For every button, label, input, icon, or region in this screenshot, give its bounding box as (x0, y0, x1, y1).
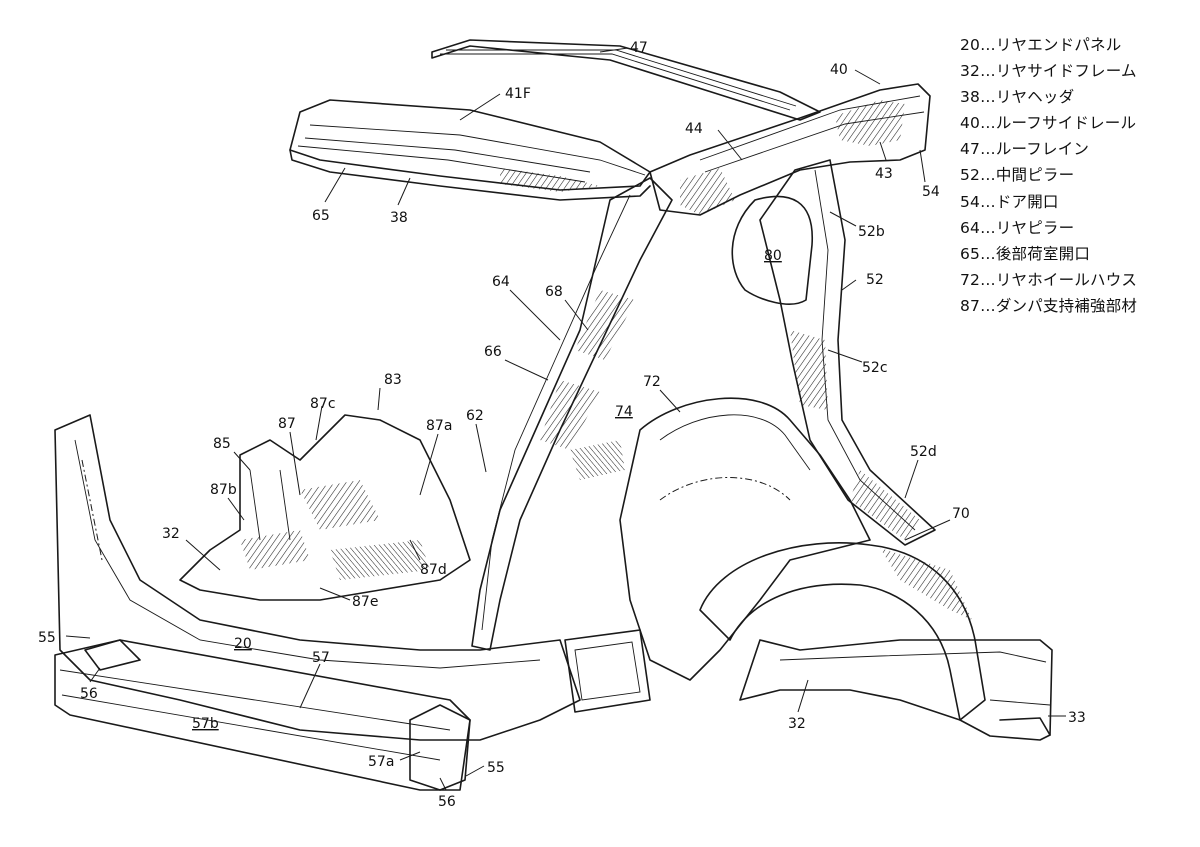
ref-87b: 87b (210, 482, 237, 498)
ref-68: 68 (545, 284, 563, 300)
roof-reinforcement-47 (431, 39, 821, 121)
middle-pillar-52 (759, 159, 936, 546)
ref-32-left: 32 (162, 526, 180, 542)
ref-56-left: 56 (80, 686, 98, 702)
rear-end-panel-20 (54, 414, 581, 741)
ref-83: 83 (384, 372, 402, 388)
ref-52: 52 (866, 272, 884, 288)
rear-side-frame-32 (739, 639, 1053, 741)
ref-32-right: 32 (788, 716, 806, 732)
rear-header-38 (289, 99, 651, 201)
ref-20: 20 (234, 636, 252, 652)
roof-side-rail-40 (649, 83, 931, 216)
ref-80: 80 (764, 248, 782, 264)
ref-52d: 52d (910, 444, 937, 460)
reference-legend: 20…リヤエンドパネル 32…リヤサイドフレーム 38…リヤヘッダ 40…ルーフ… (960, 32, 1137, 319)
ref-87c: 87c (310, 396, 336, 412)
rear-pillar-64 (471, 177, 673, 651)
ref-66: 66 (484, 344, 502, 360)
legend-item: 65…後部荷室開口 (960, 244, 1091, 263)
ref-70: 70 (952, 506, 970, 522)
lamp-opening (564, 629, 651, 713)
wheel-arch-70 (699, 542, 986, 721)
reference-numerals: 47 41F 40 44 43 54 65 38 52b 80 52 64 68… (38, 40, 1086, 810)
legend-item: 52…中間ピラー (960, 166, 1075, 185)
ref-55-left: 55 (38, 630, 56, 646)
rear-wheelhouse-72 (570, 397, 871, 681)
legend-item: 47…ルーフレイン (960, 140, 1090, 159)
legend-item: 64…リヤピラー (960, 218, 1075, 237)
ref-56-right: 56 (438, 794, 456, 810)
ref-74: 74 (615, 404, 633, 420)
ref-87a: 87a (426, 418, 452, 434)
ref-47: 47 (630, 40, 648, 56)
damper-reinforcement-87 (179, 414, 471, 601)
ref-57b: 57b (192, 716, 219, 732)
ref-52b: 52b (858, 224, 885, 240)
ref-87: 87 (278, 416, 296, 432)
ref-57a: 57a (368, 754, 394, 770)
legend-item: 87…ダンパ支持補強部材 (960, 296, 1138, 315)
bumper-beam-57 (54, 639, 471, 791)
quarter-window-80 (731, 195, 813, 305)
ref-44: 44 (685, 121, 703, 137)
ref-54: 54 (922, 184, 940, 200)
ref-64: 64 (492, 274, 510, 290)
ref-52c: 52c (862, 360, 888, 376)
ref-87e: 87e (352, 594, 378, 610)
ref-62: 62 (466, 408, 484, 424)
ref-41F: 41F (505, 86, 531, 102)
legend-item: 32…リヤサイドフレーム (960, 62, 1137, 81)
ref-72: 72 (643, 374, 661, 390)
legend-item: 20…リヤエンドパネル (960, 36, 1122, 54)
legend-item: 38…リヤヘッダ (960, 88, 1075, 107)
ref-65: 65 (312, 208, 330, 224)
ref-43: 43 (875, 166, 893, 182)
ref-57: 57 (312, 650, 330, 666)
ref-38: 38 (390, 210, 408, 226)
ref-40: 40 (830, 62, 848, 78)
legend-item: 54…ドア開口 (960, 192, 1059, 211)
legend-item: 72…リヤホイールハウス (960, 270, 1138, 289)
ref-87d: 87d (420, 562, 447, 578)
ref-85: 85 (213, 436, 231, 452)
ref-55-right: 55 (487, 760, 505, 776)
leader-lines (65, 47, 1066, 791)
legend-item: 40…ルーフサイドレール (960, 114, 1137, 133)
ref-33: 33 (1068, 710, 1086, 726)
